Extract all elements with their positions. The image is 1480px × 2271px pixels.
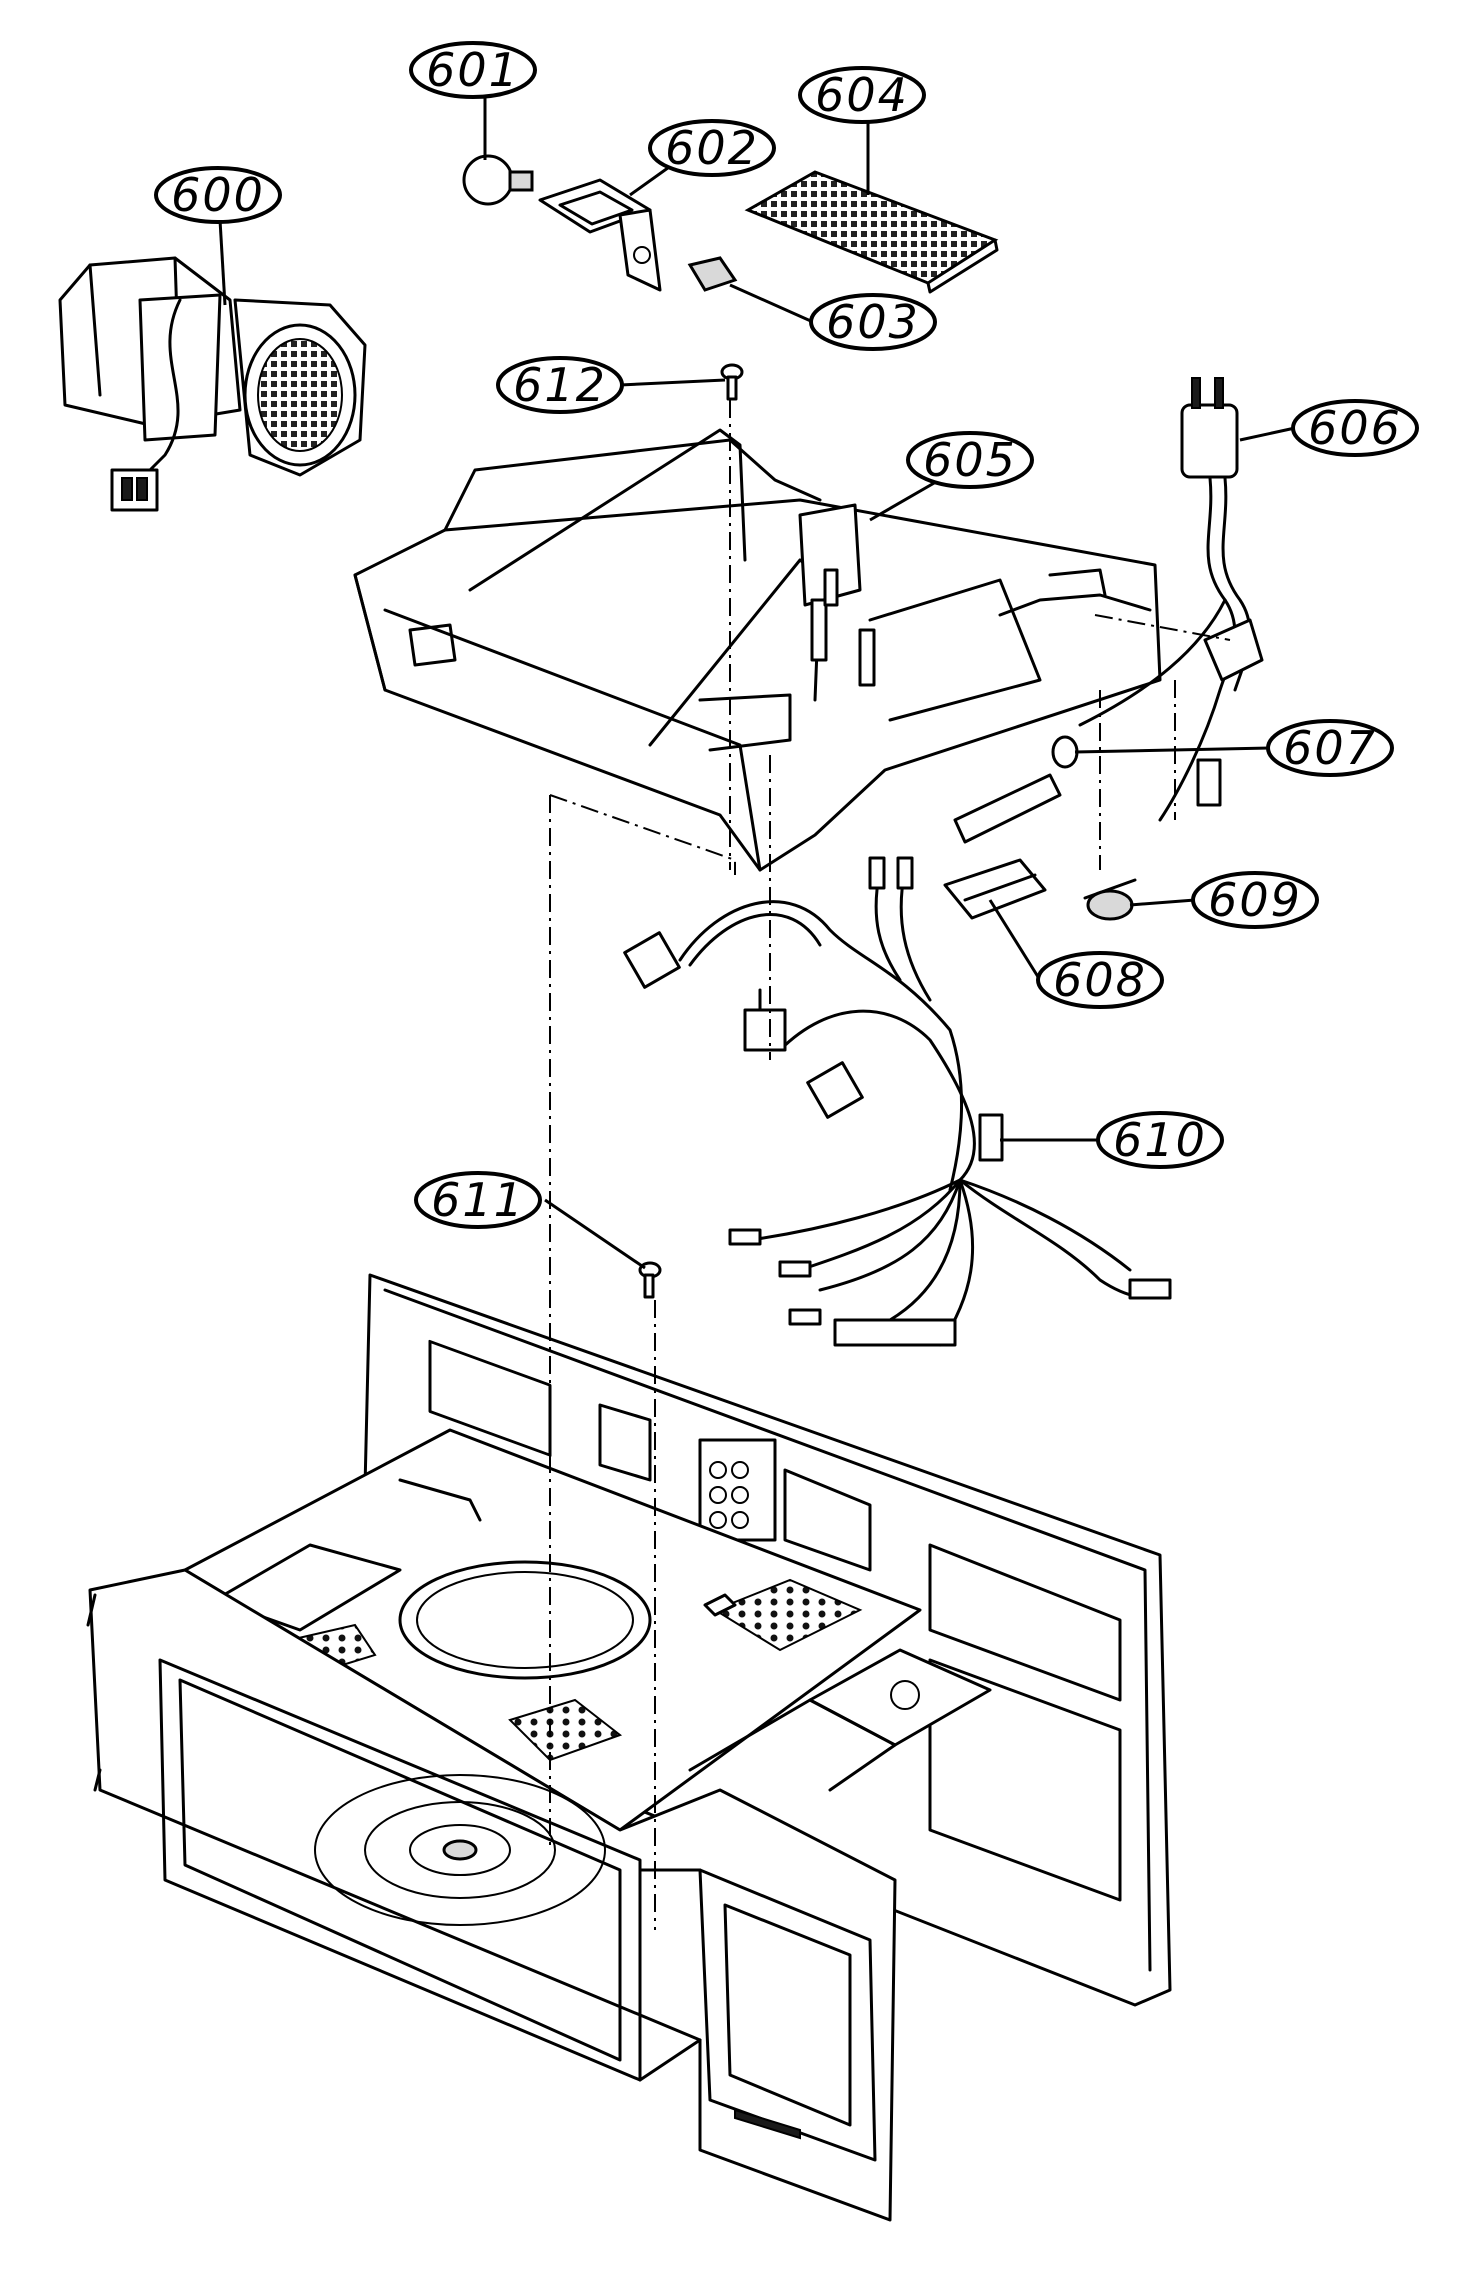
callout-604: 604 <box>798 66 926 124</box>
callout-602-label: 602 <box>665 121 759 175</box>
callout-611-label: 611 <box>431 1173 525 1227</box>
callout-611: 611 <box>414 1171 542 1229</box>
callout-610-label: 610 <box>1113 1113 1207 1167</box>
callout-605-label: 605 <box>923 433 1017 487</box>
screw-612-part <box>720 363 744 401</box>
lamp-socket-bracket-part <box>538 178 662 292</box>
callout-603: 603 <box>809 293 937 351</box>
callout-603-label: 603 <box>826 295 920 349</box>
callout-605: 605 <box>906 431 1034 489</box>
lamp-terminal-part <box>687 256 738 292</box>
lamp-bulb-part <box>462 154 534 206</box>
callout-610: 610 <box>1096 1111 1224 1169</box>
power-cord-part <box>1078 377 1264 822</box>
callout-600-label: 600 <box>171 168 265 222</box>
callout-602: 602 <box>648 119 776 177</box>
fuse-part <box>953 735 1079 844</box>
callout-607-label: 607 <box>1283 721 1377 775</box>
callout-608: 608 <box>1036 951 1164 1009</box>
cavity-chassis <box>86 1273 1172 2222</box>
callout-606-label: 606 <box>1308 401 1402 455</box>
callout-607: 607 <box>1266 719 1394 777</box>
blower-fan-motor-part <box>58 256 367 512</box>
callout-600: 600 <box>154 166 282 224</box>
callout-608-label: 608 <box>1053 953 1147 1007</box>
callout-609-label: 609 <box>1208 873 1302 927</box>
callout-609: 609 <box>1191 871 1319 929</box>
callout-leader-lines <box>218 95 1296 1270</box>
thermostat-part <box>1083 878 1137 921</box>
callout-612: 612 <box>496 356 624 414</box>
callout-604-label: 604 <box>815 68 909 122</box>
wire-harness-part <box>623 856 1172 1347</box>
base-plate-part <box>353 428 1162 872</box>
fuse-holder-part <box>943 858 1047 920</box>
callout-601: 601 <box>409 41 537 99</box>
grease-filter-part <box>744 170 999 294</box>
callout-612-label: 612 <box>513 358 607 412</box>
callout-601-label: 601 <box>426 43 520 97</box>
callout-606: 606 <box>1291 399 1419 457</box>
